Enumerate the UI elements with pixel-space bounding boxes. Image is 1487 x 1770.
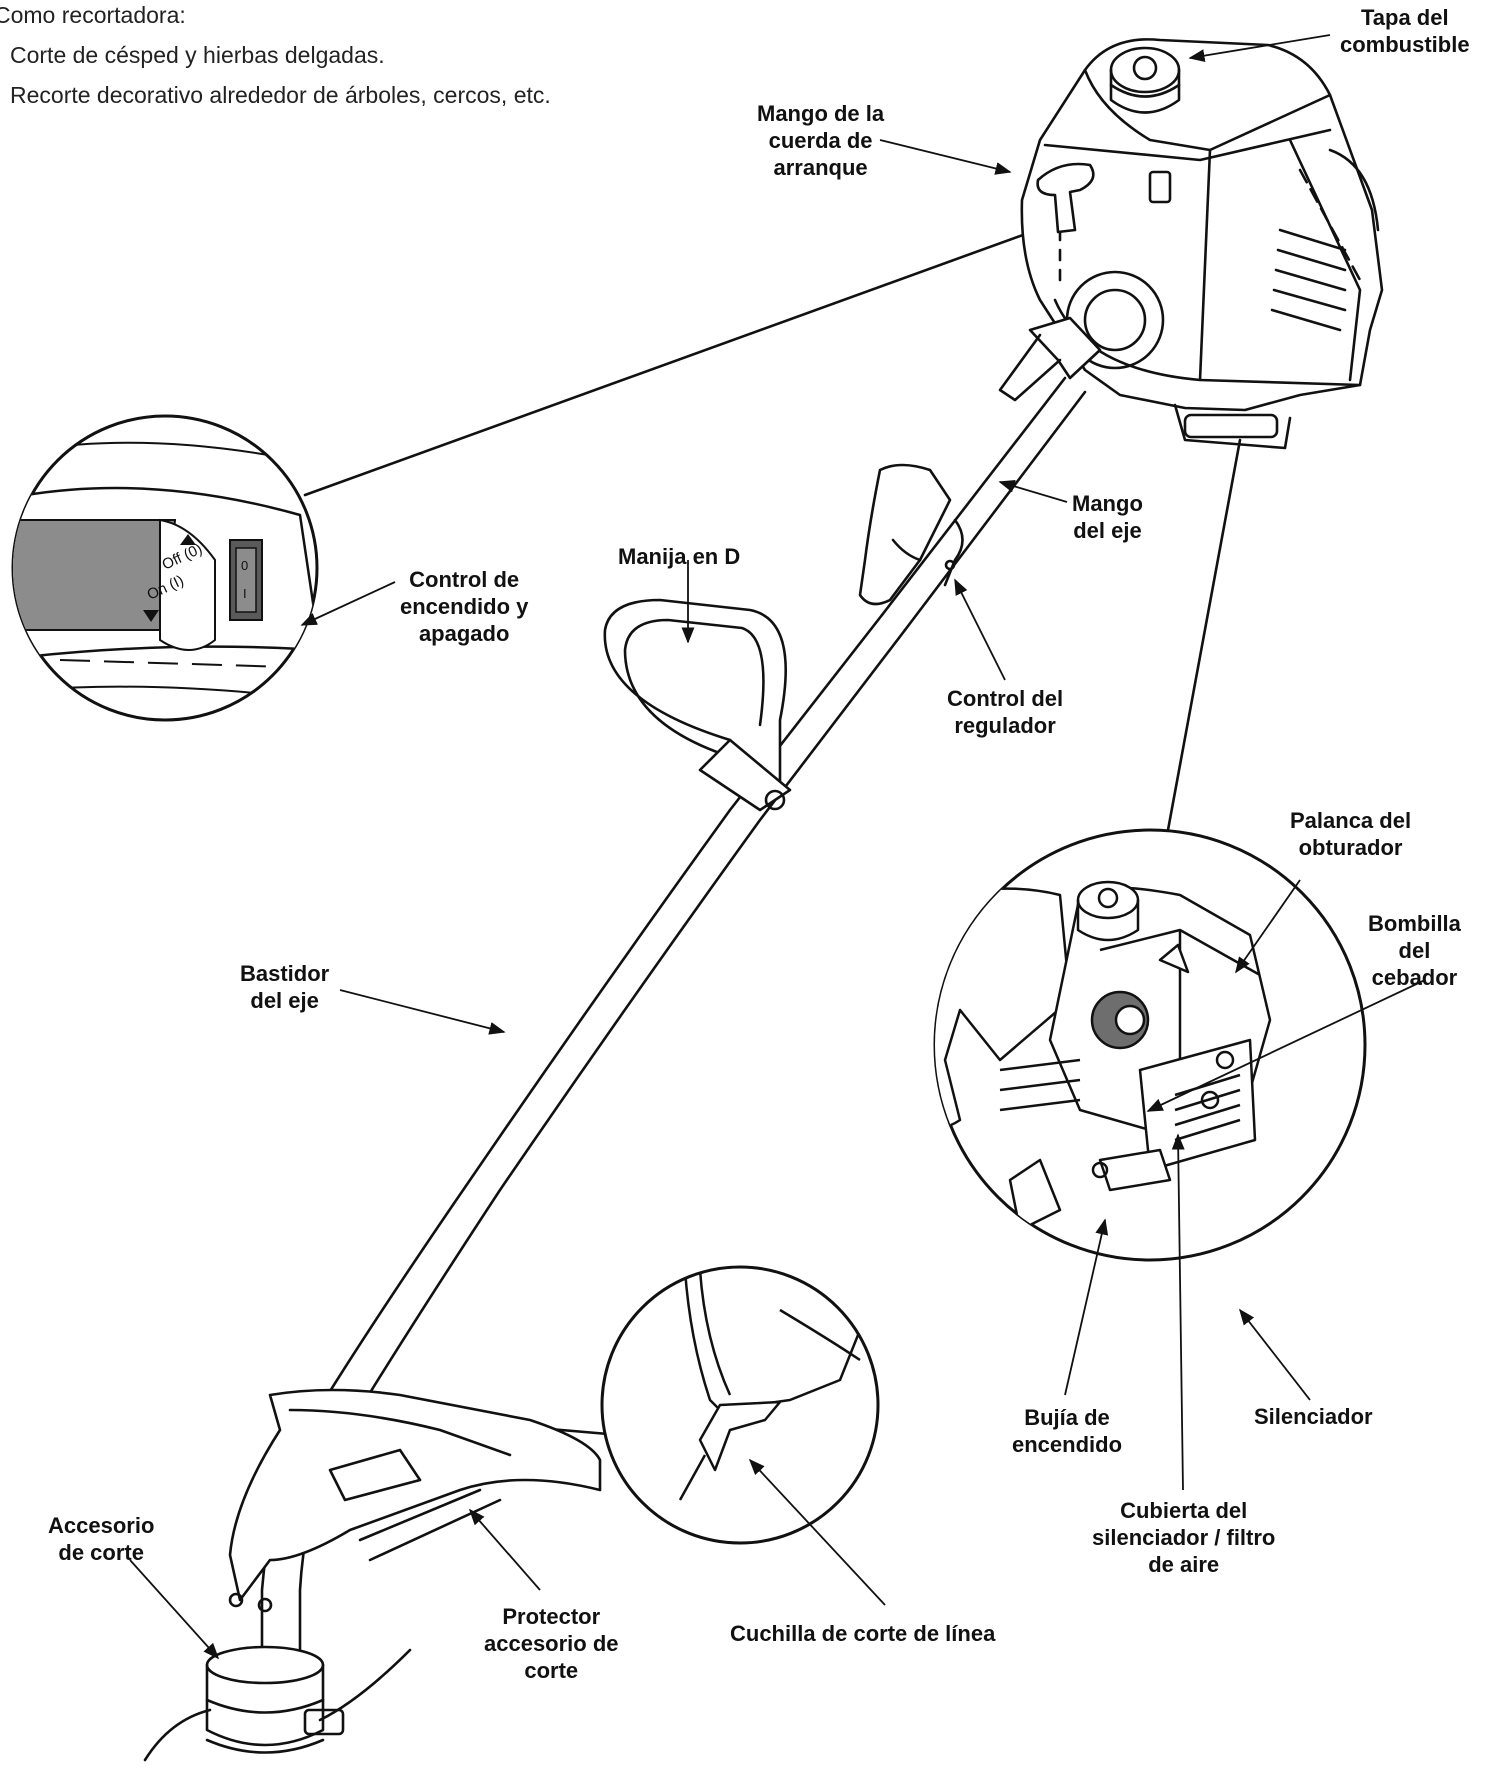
throttle-housing xyxy=(858,463,952,606)
label-spark-plug-line-2: encendido xyxy=(1012,1432,1123,1457)
label-choke-line-2: obturador xyxy=(1298,835,1403,860)
arrow-shaft-handle xyxy=(998,479,1068,503)
label-throttle-line-2: regulador xyxy=(954,713,1056,738)
d-handle xyxy=(603,598,792,812)
label-primer-line-3: cebador xyxy=(1371,965,1458,990)
label-spark-plug-line-1: Bujía de xyxy=(1024,1405,1110,1430)
label-on-off-control: Control de encendido y apagado xyxy=(400,566,528,647)
label-muffler-cover-line-3: de aire xyxy=(1148,1552,1220,1577)
arrow-throttle xyxy=(954,578,1006,681)
label-starter-handle-line-1: Mango de la xyxy=(757,101,885,126)
label-shaft-housing-line-2: del eje xyxy=(250,988,319,1013)
arrow-attachment-guard xyxy=(468,1508,541,1591)
label-throttle-control: Control del regulador xyxy=(947,685,1063,739)
label-cutting-attachment: Accesorio de corte xyxy=(48,1512,154,1566)
label-throttle-line-1: Control del xyxy=(947,686,1064,711)
engine-inset xyxy=(933,828,1367,1262)
label-line-cutter-line-1: Cuchilla de corte de línea xyxy=(730,1621,996,1646)
intro-heading: Como recortadora: xyxy=(0,2,186,28)
arrow-spark-plug xyxy=(1064,1218,1109,1396)
label-spark-plug: Bujía de encendido xyxy=(1012,1404,1122,1458)
label-fuel-cap: Tapa del combustible xyxy=(1340,4,1470,58)
label-guard-line-2: accesorio de xyxy=(484,1631,619,1656)
intro-item-2: Recorte decorativo alrededor de árboles,… xyxy=(10,82,551,108)
label-muffler-cover: Cubierta del silenciador / filtro de air… xyxy=(1092,1497,1275,1578)
switch-leader-line xyxy=(303,213,1080,497)
label-choke-line-1: Palanca del xyxy=(1290,808,1412,833)
switch-inset: Off (0) On (I) 0 I xyxy=(11,414,319,722)
label-on-off-line-2: encendido y xyxy=(400,594,529,619)
label-cutting-line-2: de corte xyxy=(58,1540,144,1565)
label-attachment-guard: Protector accesorio de corte xyxy=(484,1603,619,1684)
label-d-handle-line-1: Manija en D xyxy=(618,544,741,569)
blade-inset xyxy=(600,1265,880,1545)
arrow-choke xyxy=(1235,879,1301,974)
label-muffler-line-1: Silenciador xyxy=(1254,1404,1373,1429)
label-primer-line-2: del xyxy=(1398,938,1431,963)
label-shaft-handle: Mango del eje xyxy=(1072,490,1143,544)
label-on-off-line-1: Control de xyxy=(409,567,520,592)
starter-handle xyxy=(1036,162,1095,234)
label-guard-line-3: corte xyxy=(524,1658,579,1683)
attachment-guard xyxy=(228,1388,602,1602)
label-choke-lever: Palanca del obturador xyxy=(1290,807,1411,861)
arrow-fuel-cap xyxy=(1188,34,1331,63)
engine-leader-line xyxy=(1166,438,1242,832)
label-line-cutter-blade: Cuchilla de corte de línea xyxy=(730,1620,995,1647)
switch-zero-glyph: 0 xyxy=(241,558,248,573)
label-primer-bulb: Bombilla del cebador xyxy=(1368,910,1461,991)
guard-and-head xyxy=(143,1388,602,1762)
label-starter-handle-line-2: cuerda de xyxy=(768,128,873,153)
line-cutter-blade xyxy=(698,1400,782,1472)
label-starter-handle-line-3: arranque xyxy=(773,155,868,180)
label-guard-line-1: Protector xyxy=(502,1604,601,1629)
label-muffler-cover-line-2: silenciador / filtro xyxy=(1092,1525,1276,1550)
arrow-on-off xyxy=(300,581,396,626)
shaft-handle-assembly xyxy=(858,316,1102,632)
label-shaft-housing: Bastidor del eje xyxy=(240,960,329,1014)
arrow-line-cutter xyxy=(748,1458,886,1606)
label-muffler-cover-line-1: Cubierta del xyxy=(1120,1498,1248,1523)
arrow-cutting-attachment xyxy=(129,1559,220,1660)
label-shaft-handle-line-2: del eje xyxy=(1073,518,1142,543)
label-d-handle: Manija en D xyxy=(618,543,740,570)
arrow-muffler xyxy=(1239,1308,1311,1401)
label-primer-line-1: Bombilla xyxy=(1368,911,1461,936)
engine-head xyxy=(1020,38,1384,450)
engine-switch xyxy=(1148,170,1172,204)
label-on-off-line-3: apagado xyxy=(418,621,510,646)
intro-item-1: Corte de césped y hierbas delgadas. xyxy=(10,42,385,68)
label-muffler: Silenciador xyxy=(1254,1403,1373,1430)
fuel-cap xyxy=(1109,46,1181,94)
arrow-primer xyxy=(1146,979,1426,1112)
label-cutting-line-1: Accesorio xyxy=(48,1513,155,1538)
arrow-muffler-cover xyxy=(1171,1133,1185,1491)
arrow-starter-handle xyxy=(879,139,1012,175)
label-fuel-cap-line-2: combustible xyxy=(1340,32,1470,57)
switch-one-glyph: I xyxy=(243,586,247,601)
label-starter-handle: Mango de la cuerda de arranque xyxy=(757,100,884,181)
label-shaft-housing-line-1: Bastidor xyxy=(240,961,330,986)
label-shaft-handle-line-1: Mango xyxy=(1072,491,1143,516)
arrow-shaft-housing xyxy=(339,989,506,1035)
label-fuel-cap-line-1: Tapa del xyxy=(1360,5,1449,30)
